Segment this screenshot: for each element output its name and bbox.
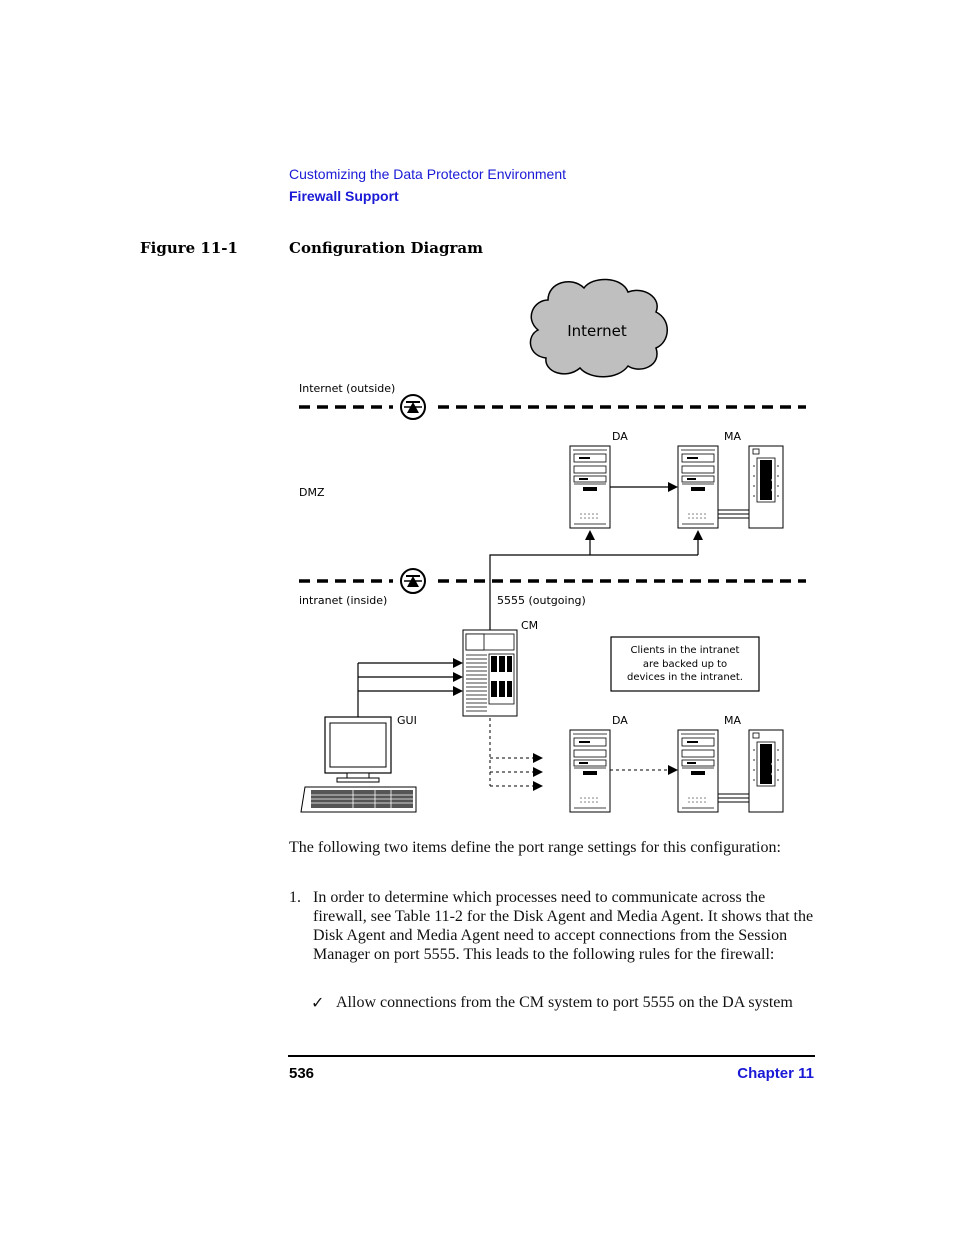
- check-item-text: Allow connections from the CM system to …: [336, 994, 793, 1011]
- page-number: 536: [289, 1065, 315, 1082]
- figure-title: Configuration Diagram: [289, 239, 483, 257]
- dmz-ma-library-cable: [718, 509, 749, 519]
- figure-number: Figure 11-1: [140, 239, 238, 257]
- item-number: 1.: [289, 889, 301, 906]
- cm-server-icon: [462, 629, 518, 717]
- gui-to-cm-arrows: [357, 658, 463, 717]
- intranet-da-label: DA: [612, 714, 628, 727]
- outer-firewall-diode-icon: [400, 394, 426, 420]
- dmz-ma-server-icon: [677, 445, 719, 529]
- note-line-3: devices in the intranet.: [627, 672, 743, 683]
- intranet-ma-server-icon: [677, 729, 719, 813]
- gui-workstation-icon: [300, 716, 417, 813]
- note-line-1: Clients in the intranet: [631, 645, 740, 656]
- dmz-tape-library-icon: [748, 445, 784, 529]
- cm-to-dmz-connection: [489, 530, 703, 630]
- intranet-tape-library-icon: [748, 729, 784, 813]
- port-label: 5555 (outgoing): [497, 594, 586, 607]
- inner-firewall-diode-icon: [400, 568, 426, 594]
- check-mark-icon: ✓: [311, 993, 325, 1012]
- intranet-inside-label: intranet (inside): [299, 594, 387, 607]
- intranet-da-server-icon: [569, 729, 611, 813]
- gui-label: GUI: [397, 714, 417, 727]
- footer-rule: [288, 1055, 815, 1057]
- internet-outside-label: Internet (outside): [299, 382, 395, 395]
- intranet-ma-library-cable: [718, 793, 749, 803]
- intro-paragraph: The following two items define the port …: [289, 839, 781, 856]
- note-box: [610, 636, 760, 692]
- cm-intranet-dashed-arrows: [489, 718, 543, 791]
- dmz-label: DMZ: [299, 486, 325, 499]
- chapter-link[interactable]: Chapter 11: [737, 1065, 814, 1082]
- cloud-label: Internet: [567, 322, 627, 340]
- dmz-ma-label: MA: [724, 430, 741, 443]
- dmz-da-label: DA: [612, 430, 628, 443]
- cm-label: CM: [521, 619, 538, 632]
- internet-cloud-icon: [529, 278, 668, 378]
- item-1-text: In order to determine which processes ne…: [313, 889, 814, 963]
- running-header-subsection: Firewall Support: [289, 188, 399, 204]
- dmz-da-server-icon: [569, 445, 611, 529]
- running-header-section: Customizing the Data Protector Environme…: [289, 166, 567, 182]
- note-line-2: are backed up to: [643, 659, 727, 670]
- intranet-ma-label: MA: [724, 714, 741, 727]
